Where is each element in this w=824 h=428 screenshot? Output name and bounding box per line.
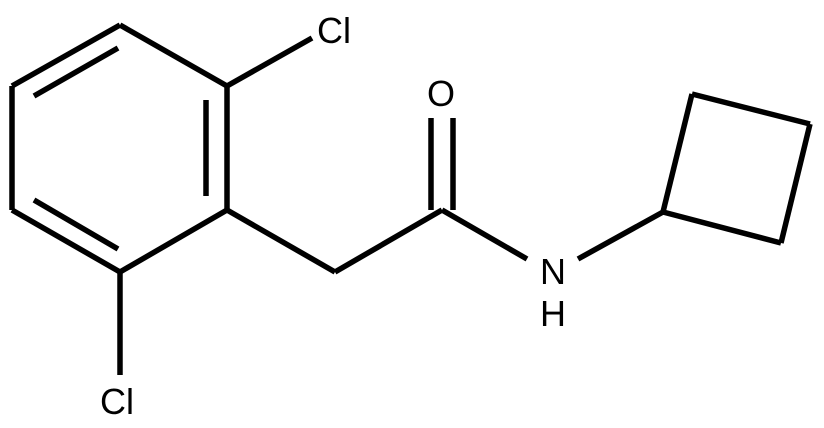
cyclobutane-bond-1: [660, 93, 695, 213]
ring-bond-c1-c2: [118, 22, 229, 89]
cyclobutane-ring: [660, 91, 813, 246]
bond-ring-to-cl-top: [225, 35, 314, 89]
atom-label-nitrogen: N: [540, 251, 566, 292]
bond-ring-to-ch2: [225, 207, 337, 275]
cyclobutane-bond-2: [691, 91, 811, 127]
ring-inner-bond-1: [32, 45, 120, 99]
bond-n-to-cyclobutyl: [576, 209, 665, 262]
cyclobutane-bond-3: [778, 123, 813, 244]
benzene-ring: [9, 22, 230, 275]
atom-label-hydrogen: H: [540, 293, 566, 334]
atom-label-cl-bottom: Cl: [100, 381, 134, 422]
ring-bond-c6-c1: [10, 22, 122, 89]
bond-ch2-to-carbonyl: [333, 207, 444, 275]
atom-label-oxygen: O: [427, 73, 455, 114]
atom-label-cl-top: Cl: [317, 10, 351, 51]
ring-bond-c3-c4: [118, 207, 229, 275]
ring-bond-c4-c5: [10, 207, 122, 275]
bond-carbonyl-to-n: [440, 207, 529, 262]
ring-inner-bond-3: [32, 197, 120, 252]
cyclobutane-bond-4: [662, 209, 782, 246]
